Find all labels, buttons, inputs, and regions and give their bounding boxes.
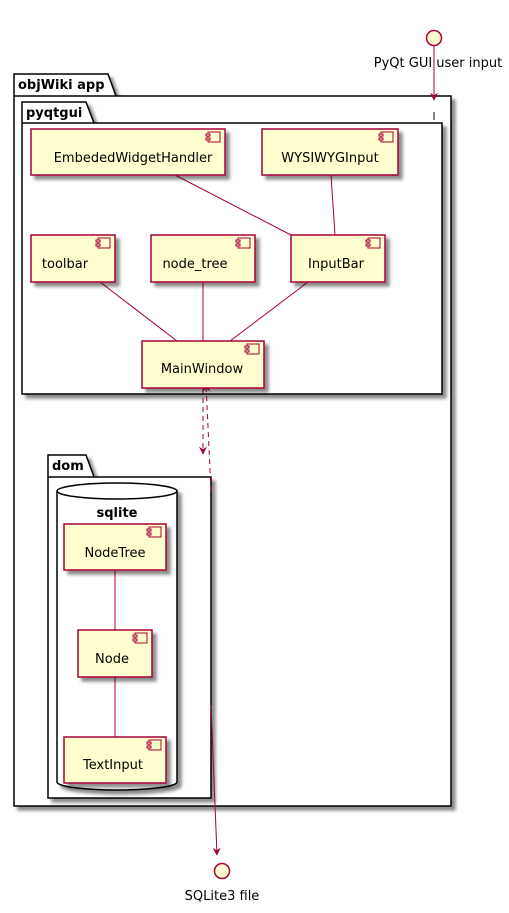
component-label: TextInput bbox=[82, 758, 143, 773]
edge-embeded-to-inputbar bbox=[174, 174, 292, 236]
component-label: NodeTree bbox=[84, 546, 145, 561]
package-title-objwiki-app: objWiki app bbox=[18, 78, 105, 93]
interface-label-gui-input: PyQt GUI user input bbox=[374, 56, 502, 71]
component-icon bbox=[95, 237, 111, 249]
edge-sqlite-file bbox=[210, 704, 221, 856]
component-icon bbox=[146, 739, 162, 751]
component-input-bar[interactable]: InputBar bbox=[290, 234, 386, 283]
component-toolbar[interactable]: toolbar bbox=[30, 234, 116, 283]
component-label: Node bbox=[95, 652, 129, 667]
component-node-tree-gui[interactable]: node_tree bbox=[150, 234, 256, 283]
edge-inputbar-to-mainwindow bbox=[229, 281, 309, 342]
component-icon bbox=[132, 632, 148, 644]
component-wysiwyg-input[interactable]: WYSIWYGInput bbox=[261, 128, 399, 176]
component-label: toolbar bbox=[42, 257, 89, 272]
component-label: EmbededWidgetHandler bbox=[54, 151, 213, 166]
component-icon bbox=[235, 237, 251, 249]
component-node[interactable]: Node bbox=[77, 629, 153, 678]
interface-circle bbox=[425, 29, 443, 47]
package-title-dom: dom bbox=[52, 459, 84, 474]
component-text-input[interactable]: TextInput bbox=[63, 736, 167, 784]
interface-circle bbox=[213, 862, 231, 880]
database-title-sqlite: sqlite bbox=[97, 506, 138, 521]
interface-sqlite-file: SQLite3 file bbox=[185, 862, 260, 904]
component-label: MainWindow bbox=[161, 362, 244, 377]
component-icon bbox=[244, 343, 260, 355]
component-icon bbox=[146, 526, 162, 538]
component-main-window[interactable]: MainWindow bbox=[141, 340, 265, 389]
component-node-tree-db[interactable]: NodeTree bbox=[63, 523, 167, 571]
interface-gui-input: PyQt GUI user input bbox=[374, 29, 502, 71]
package-title-pyqtgui: pyqtgui bbox=[26, 106, 82, 121]
component-label: WYSIWYGInput bbox=[281, 151, 378, 166]
component-icon bbox=[205, 131, 221, 143]
interface-label-sqlite-file: SQLite3 file bbox=[185, 889, 260, 904]
component-label: node_tree bbox=[162, 257, 227, 272]
component-icon bbox=[365, 237, 381, 249]
component-label: InputBar bbox=[308, 257, 365, 272]
component-icon bbox=[378, 131, 394, 143]
edge-toolbar-to-mainwindow bbox=[99, 281, 178, 342]
edges-dashed bbox=[199, 383, 212, 492]
edges bbox=[99, 174, 336, 737]
component-embeded-widget-handler[interactable]: EmbededWidgetHandler bbox=[30, 128, 226, 176]
edge-wysiwyg-to-inputbar bbox=[330, 174, 336, 236]
